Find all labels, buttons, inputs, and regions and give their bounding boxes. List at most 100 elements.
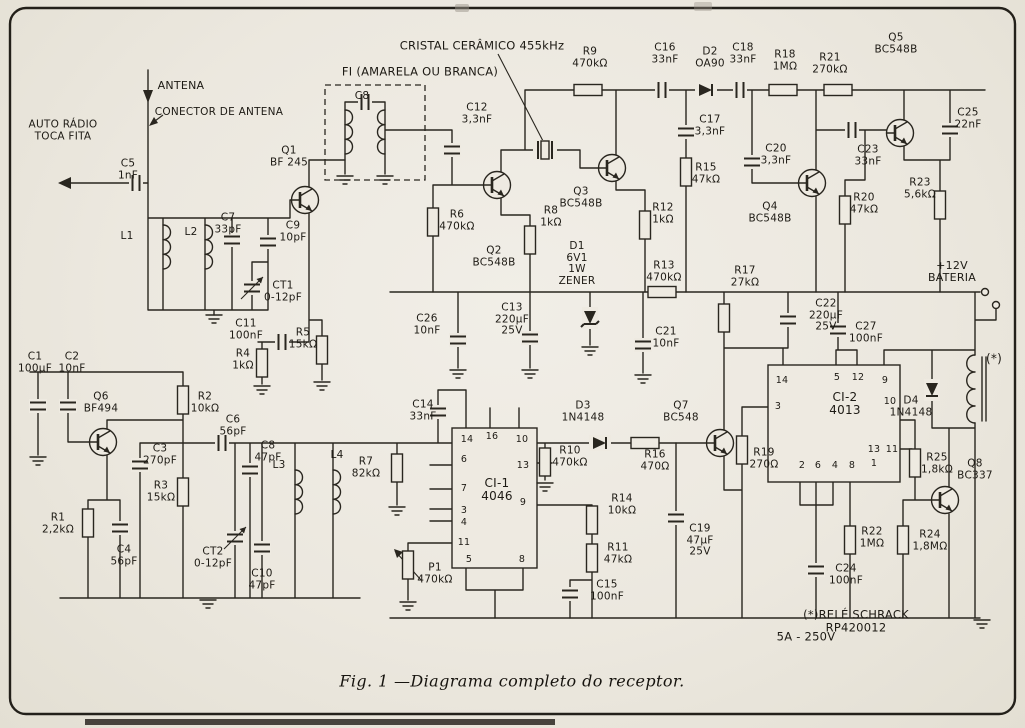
label-auto-radio: AUTO RÁDIO TOCA FITA bbox=[28, 118, 98, 142]
resistor-r22 bbox=[843, 525, 857, 555]
label-ci1-pin-13: 13 bbox=[516, 459, 530, 471]
ground-symbol bbox=[973, 619, 991, 629]
capacitor-c10 bbox=[252, 540, 272, 556]
transistor-q4 bbox=[797, 168, 827, 198]
capacitor-c2 bbox=[58, 398, 78, 414]
resistor-r24 bbox=[896, 525, 910, 555]
label-c17: C17 3,3nF bbox=[694, 113, 726, 137]
label-ci1-pin-9: 9 bbox=[519, 496, 527, 508]
label-r8: R8 1kΩ bbox=[540, 204, 562, 228]
ci2-body bbox=[767, 364, 901, 483]
ground-symbol bbox=[336, 175, 354, 185]
capacitor-c20 bbox=[742, 154, 762, 170]
label-c16: C16 33nF bbox=[651, 41, 679, 65]
label-ci2-pin-10: 10 bbox=[883, 395, 897, 407]
label-ci2-pin-11: 11 bbox=[885, 443, 899, 455]
ci1-body bbox=[451, 427, 538, 569]
label-c14: C14 33nF bbox=[409, 398, 437, 422]
label-c19: C19 47μF 25V bbox=[686, 522, 714, 558]
label-ci1-pin-4: 4 bbox=[460, 516, 468, 528]
label-ci2: CI-2 4013 bbox=[829, 389, 861, 417]
ic-boxes bbox=[324, 84, 901, 569]
label-q1: Q1 BF 245 bbox=[269, 144, 309, 168]
label-c1: C1 100μF bbox=[17, 350, 53, 374]
ground-symbol bbox=[536, 482, 554, 492]
resistor-r13 bbox=[647, 285, 677, 299]
resistor-r9 bbox=[573, 83, 603, 97]
label-ci2-pin-3: 3 bbox=[774, 400, 782, 412]
resistor-r10 bbox=[538, 447, 552, 477]
label-r23: R23 5,6kΩ bbox=[903, 176, 937, 200]
capacitor-c24 bbox=[806, 562, 826, 578]
label-r10: R10 470kΩ bbox=[552, 444, 588, 468]
label-c12: C12 3,3nF bbox=[461, 101, 493, 125]
label-c6: C6 56pF bbox=[219, 413, 247, 437]
label-ci2-pin-8: 8 bbox=[848, 459, 856, 471]
transistor-q2 bbox=[482, 170, 512, 200]
label-c5: C5 1nF bbox=[117, 157, 139, 181]
label-r7: R7 82kΩ bbox=[351, 455, 381, 479]
label-ci2-pin-2: 2 bbox=[798, 459, 806, 471]
label-c22: C22 220μF 25V bbox=[808, 297, 844, 333]
label-c11: C11 100nF bbox=[229, 317, 263, 341]
label-r16: R16 470Ω bbox=[640, 448, 670, 472]
label-ci2-pin-9: 9 bbox=[881, 374, 889, 386]
ground-symbol bbox=[199, 599, 217, 609]
label-ci1-pin-5: 5 bbox=[465, 553, 473, 565]
page-frame bbox=[8, 6, 1017, 716]
resistor-r7 bbox=[390, 453, 404, 483]
label-r19: R19 270Ω bbox=[749, 446, 779, 470]
label-l2: L2 bbox=[184, 226, 198, 239]
capacitor-c4 bbox=[110, 520, 130, 536]
transistor-q1 bbox=[290, 185, 320, 215]
resistor-r2 bbox=[176, 385, 190, 415]
coil-l3 bbox=[294, 469, 304, 515]
label-r22: R22 1MΩ bbox=[859, 525, 885, 549]
capacitor-c22 bbox=[778, 312, 798, 328]
label-c8-2: C8 47pF bbox=[254, 439, 282, 463]
potentiometer-p1 bbox=[401, 550, 415, 580]
ground-symbol bbox=[388, 506, 406, 516]
label-q6: Q6 BF494 bbox=[83, 390, 119, 414]
label-rele-nota-2: 5A - 250V bbox=[776, 629, 836, 644]
label-r20: R20 47kΩ bbox=[849, 191, 879, 215]
fi-shield-box bbox=[324, 84, 426, 181]
label-r15: R15 47kΩ bbox=[691, 161, 721, 185]
coil-l4 bbox=[332, 469, 342, 515]
label-c27: C27 100nF bbox=[849, 320, 883, 344]
ground-symbol bbox=[253, 385, 271, 395]
label-ci1-pin-14: 14 bbox=[460, 433, 474, 445]
label-ci2-pin-4: 4 bbox=[831, 459, 839, 471]
capacitor-c21 bbox=[633, 337, 653, 353]
label-rele-nota: (*)RELÉ SCHRACK RP420012 bbox=[803, 607, 909, 634]
resistor-r11 bbox=[585, 543, 599, 573]
capacitor-c12 bbox=[442, 142, 462, 158]
coil-fi-primary bbox=[344, 109, 354, 155]
battery-terminal-plus bbox=[980, 287, 990, 297]
label-r24: R24 1,8MΩ bbox=[912, 528, 948, 552]
label-c9: C9 10pF bbox=[279, 219, 307, 243]
label-c15: C15 100nF bbox=[590, 578, 624, 602]
figure-caption: Fig. 1 —Diagrama completo do receptor. bbox=[339, 671, 685, 691]
label-r25: R25 1,8kΩ bbox=[920, 451, 954, 475]
label-ci1-pin-10: 10 bbox=[515, 433, 529, 445]
label-l3: L3 bbox=[272, 459, 286, 472]
capacitor-c9 bbox=[258, 234, 278, 250]
label-c21: C21 10nF bbox=[652, 325, 680, 349]
label-r3: R3 15kΩ bbox=[146, 479, 176, 503]
label-antena: ANTENA bbox=[157, 78, 205, 92]
label-ci2-pin-14: 14 bbox=[775, 374, 789, 386]
transistor-q8 bbox=[930, 485, 960, 515]
resistor-r15 bbox=[679, 157, 693, 187]
resistor-r6 bbox=[426, 207, 440, 237]
label-r17: R17 27kΩ bbox=[730, 264, 760, 288]
coil-l2 bbox=[204, 224, 214, 270]
coil-l1 bbox=[162, 224, 172, 270]
label-q7: Q7 BC548 bbox=[663, 399, 699, 423]
label-c25: C25 22nF bbox=[954, 106, 982, 130]
capacitor-c1 bbox=[28, 398, 48, 414]
transistor-q6 bbox=[88, 427, 118, 457]
label-ci2-pin-5: 5 bbox=[833, 371, 841, 383]
label-q5: Q5 BC548B bbox=[874, 31, 918, 55]
label-r9: R9 470kΩ bbox=[572, 45, 608, 69]
